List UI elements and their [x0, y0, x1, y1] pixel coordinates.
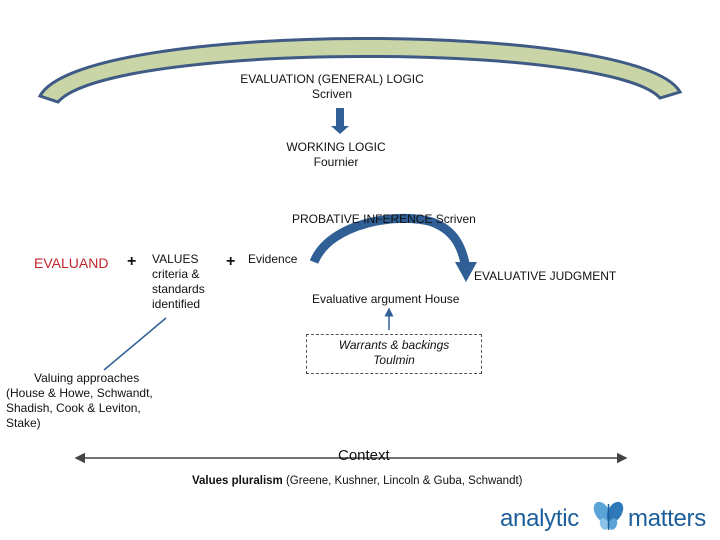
- values-title: VALUES: [152, 252, 199, 266]
- working-logic-author: Fournier: [313, 155, 359, 169]
- logo-analytic-text: analytic: [500, 505, 579, 532]
- values-line-2: standards: [152, 282, 205, 296]
- plus-sign-1: +: [127, 253, 137, 270]
- valuing-approaches-line-3: Stake): [6, 416, 41, 430]
- evaluation-logic-arch: [37, 37, 683, 104]
- evidence-label: Evidence: [248, 252, 298, 266]
- valuing-approaches-arrow: [103, 317, 167, 371]
- context-label: Context: [338, 447, 390, 464]
- warrants-box: [306, 334, 482, 374]
- valuing-approaches-line-2: Shadish, Cook & Leviton,: [6, 401, 141, 415]
- evaluative-argument-label: Evaluative argument House: [312, 292, 460, 306]
- probative-inference-label: PROBATIVE INFERENCE Scriven: [292, 212, 476, 226]
- logo-matters-text: matters: [628, 505, 706, 532]
- values-line-3: identified: [152, 297, 201, 311]
- down-arrow-icon: [331, 108, 349, 134]
- values-pluralism-rest: (Greene, Kushner, Lincoln & Guba, Schwan…: [282, 475, 523, 487]
- warrants-label: Warrants & backings Toulmin: [306, 338, 482, 368]
- working-logic-title: WORKING LOGIC: [286, 140, 386, 154]
- valuing-approaches-line-1: (House & Howe, Schwandt,: [6, 386, 153, 400]
- warrants-line-2: Toulmin: [373, 353, 415, 367]
- values-pluralism-label: Values pluralism (Greene, Kushner, Linco…: [192, 474, 523, 489]
- values-block: VALUES criteria & standards identified: [152, 252, 205, 312]
- evaluand-label: EVALUAND: [34, 255, 109, 271]
- plus-sign-2: +: [226, 253, 236, 270]
- probative-inference-curve: [309, 213, 471, 269]
- warrants-line-1: Warrants & backings: [338, 338, 450, 352]
- values-pluralism-bold: Values pluralism: [192, 475, 283, 487]
- evaluation-logic-title: EVALUATION (GENERAL) LOGIC: [240, 72, 424, 86]
- evaluation-logic-label: EVALUATION (GENERAL) LOGIC Scriven: [230, 72, 434, 102]
- working-logic-label: WORKING LOGIC Fournier: [270, 140, 402, 170]
- valuing-approaches-block: Valuing approaches (House & Howe, Schwan…: [6, 371, 153, 431]
- curve-arrowhead-icon: [455, 262, 477, 282]
- butterfly-logo-icon: [593, 501, 624, 530]
- valuing-approaches-title: Valuing approaches: [34, 371, 140, 385]
- evaluation-logic-author: Scriven: [311, 87, 352, 101]
- evaluative-judgment-label: EVALUATIVE JUDGMENT: [474, 269, 617, 283]
- values-line-1: criteria &: [152, 267, 200, 281]
